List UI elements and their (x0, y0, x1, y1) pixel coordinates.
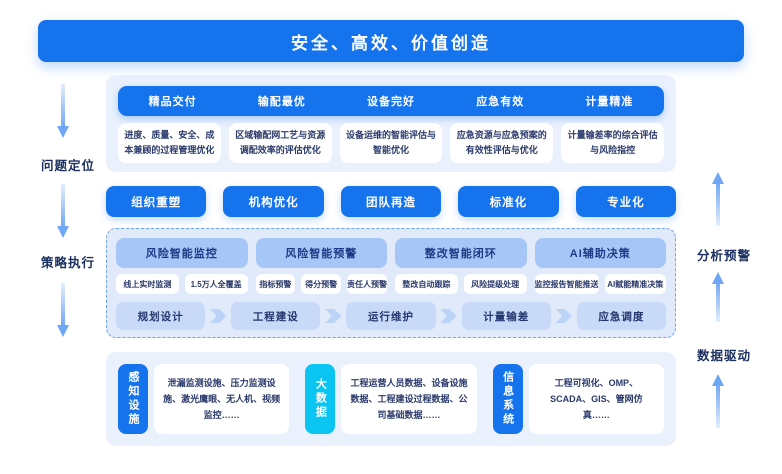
rail-label-problem: 问题定位 (40, 159, 95, 173)
workflow-step: 应急调度 (576, 302, 667, 330)
data-group: 感知设施 泄漏监测设施、压力监测设施、激光鹰眼、无人机、视频监控…… (118, 364, 290, 434)
tag-group: 线上实时监测 1.5万人全覆盖 (116, 274, 248, 294)
strategy-pill: 标准化 (458, 186, 559, 217)
tag-group: 监控报告智能推送 AI赋能精准决策 (534, 274, 666, 294)
analysis-tag: 监控报告智能推送 (534, 274, 599, 294)
workflow-step: 工程建设 (231, 302, 321, 330)
goals-panel: 精品交付 输配最优 设备完好 应急有效 计量精准 进度、质量、安全、成本兼顾的过… (106, 75, 676, 172)
data-group-card: 工程运营人员数据、设备设施数据、工程建设过程数据、公司基础数据…… (341, 364, 477, 434)
data-group-label: 感知设施 (118, 364, 148, 434)
workflow-step: 规划设计 (116, 302, 206, 330)
analysis-tag: 风险提级处理 (463, 274, 527, 294)
strategy-pill: 专业化 (575, 186, 677, 217)
analysis-tag: 线上实时监测 (116, 274, 179, 294)
workflow-row: 规划设计 工程建设 运行维护 计量输差 应急调度 (116, 302, 667, 330)
data-layer-panel: 感知设施 泄漏监测设施、压力监测设施、激光鹰眼、无人机、视频监控…… 大数据 工… (106, 352, 676, 446)
rail-label-strategy: 策略执行 (40, 256, 95, 270)
goal-header-label: 精品交付 (148, 96, 197, 108)
analysis-module: 整改智能闭环 (395, 238, 527, 268)
goal-card: 设备运维的智能评估与智能优化 (339, 123, 443, 163)
goal-header-label: 计量精准 (585, 96, 634, 108)
data-group-label: 信息系统 (492, 364, 523, 434)
goal-card: 计量输差率的综合评估与风险指控 (561, 123, 664, 163)
data-group-label: 大数据 (305, 364, 336, 434)
analysis-module: 风险智能监控 (116, 238, 248, 268)
chevron-right-icon (210, 309, 227, 323)
goal-card: 进度、质量、安全、成本兼顾的过程管理优化 (118, 123, 221, 163)
goals-card-row: 进度、质量、安全、成本兼顾的过程管理优化 区域输配网工艺与资源调配效率的评估优化… (118, 123, 664, 163)
goals-header-bar: 精品交付 输配最优 设备完好 应急有效 计量精准 (118, 86, 664, 116)
goal-card: 区域输配网工艺与资源调配效率的评估优化 (228, 123, 332, 163)
analysis-tag: 得分预警 (301, 274, 341, 294)
tag-group: 指标预警 得分预警 责任人预警 (255, 274, 387, 294)
down-arrow-icon (57, 84, 69, 138)
goal-card: 应急资源与应急预案的有效性评估与优化 (450, 123, 554, 163)
goal-header-label: 输配最优 (257, 96, 306, 108)
goal-header-label: 应急有效 (476, 96, 525, 108)
goal-header-label: 设备完好 (367, 96, 415, 108)
down-arrow-icon (57, 184, 69, 238)
up-arrow-icon (712, 374, 724, 428)
data-group: 大数据 工程运营人员数据、设备设施数据、工程建设过程数据、公司基础数据…… (305, 364, 477, 434)
data-group-card: 泄漏监测设施、压力监测设施、激光鹰眼、无人机、视频监控…… (154, 364, 290, 434)
data-group-card: 工程可视化、OMP、SCADA、GIS、管网仿真…… (528, 364, 664, 434)
workflow-step: 计量输差 (461, 302, 551, 330)
data-group: 信息系统 工程可视化、OMP、SCADA、GIS、管网仿真…… (492, 364, 664, 434)
analysis-tags-row: 线上实时监测 1.5万人全覆盖 指标预警 得分预警 责任人预警 整改自动跟踪 风… (116, 274, 666, 294)
rail-label-data: 数据驱动 (696, 349, 751, 363)
analysis-module: AI辅助决策 (534, 238, 666, 268)
analysis-tag: 指标预警 (255, 274, 296, 294)
analysis-tag: 责任人预警 (347, 274, 387, 294)
up-arrow-icon (712, 272, 724, 322)
up-arrow-icon (712, 172, 724, 226)
strategy-pill: 组织重塑 (106, 186, 207, 217)
analysis-module: 风险智能预警 (255, 238, 387, 268)
chevron-right-icon (325, 309, 342, 323)
banner-title: 安全、高效、价值创造 (38, 20, 744, 62)
strategy-row: 组织重塑 机构优化 团队再造 标准化 专业化 (106, 186, 677, 217)
strategy-pill: 团队再造 (340, 186, 442, 217)
analysis-tag: 1.5万人全覆盖 (184, 274, 248, 294)
chevron-right-icon (555, 309, 572, 323)
workflow-step: 运行维护 (346, 302, 436, 330)
analysis-tag: AI赋能精准决策 (604, 274, 666, 294)
analysis-tag: 整改自动跟踪 (395, 274, 458, 294)
down-arrow-icon (57, 283, 69, 337)
tag-group: 整改自动跟踪 风险提级处理 (395, 274, 527, 294)
analysis-panel: 风险智能监控 风险智能预警 整改智能闭环 AI辅助决策 线上实时监测 1.5万人… (106, 228, 676, 338)
strategy-pill: 机构优化 (223, 186, 324, 217)
chevron-right-icon (440, 309, 457, 323)
rail-label-analysis: 分析预警 (696, 249, 751, 263)
analysis-module-row: 风险智能监控 风险智能预警 整改智能闭环 AI辅助决策 (116, 238, 666, 268)
